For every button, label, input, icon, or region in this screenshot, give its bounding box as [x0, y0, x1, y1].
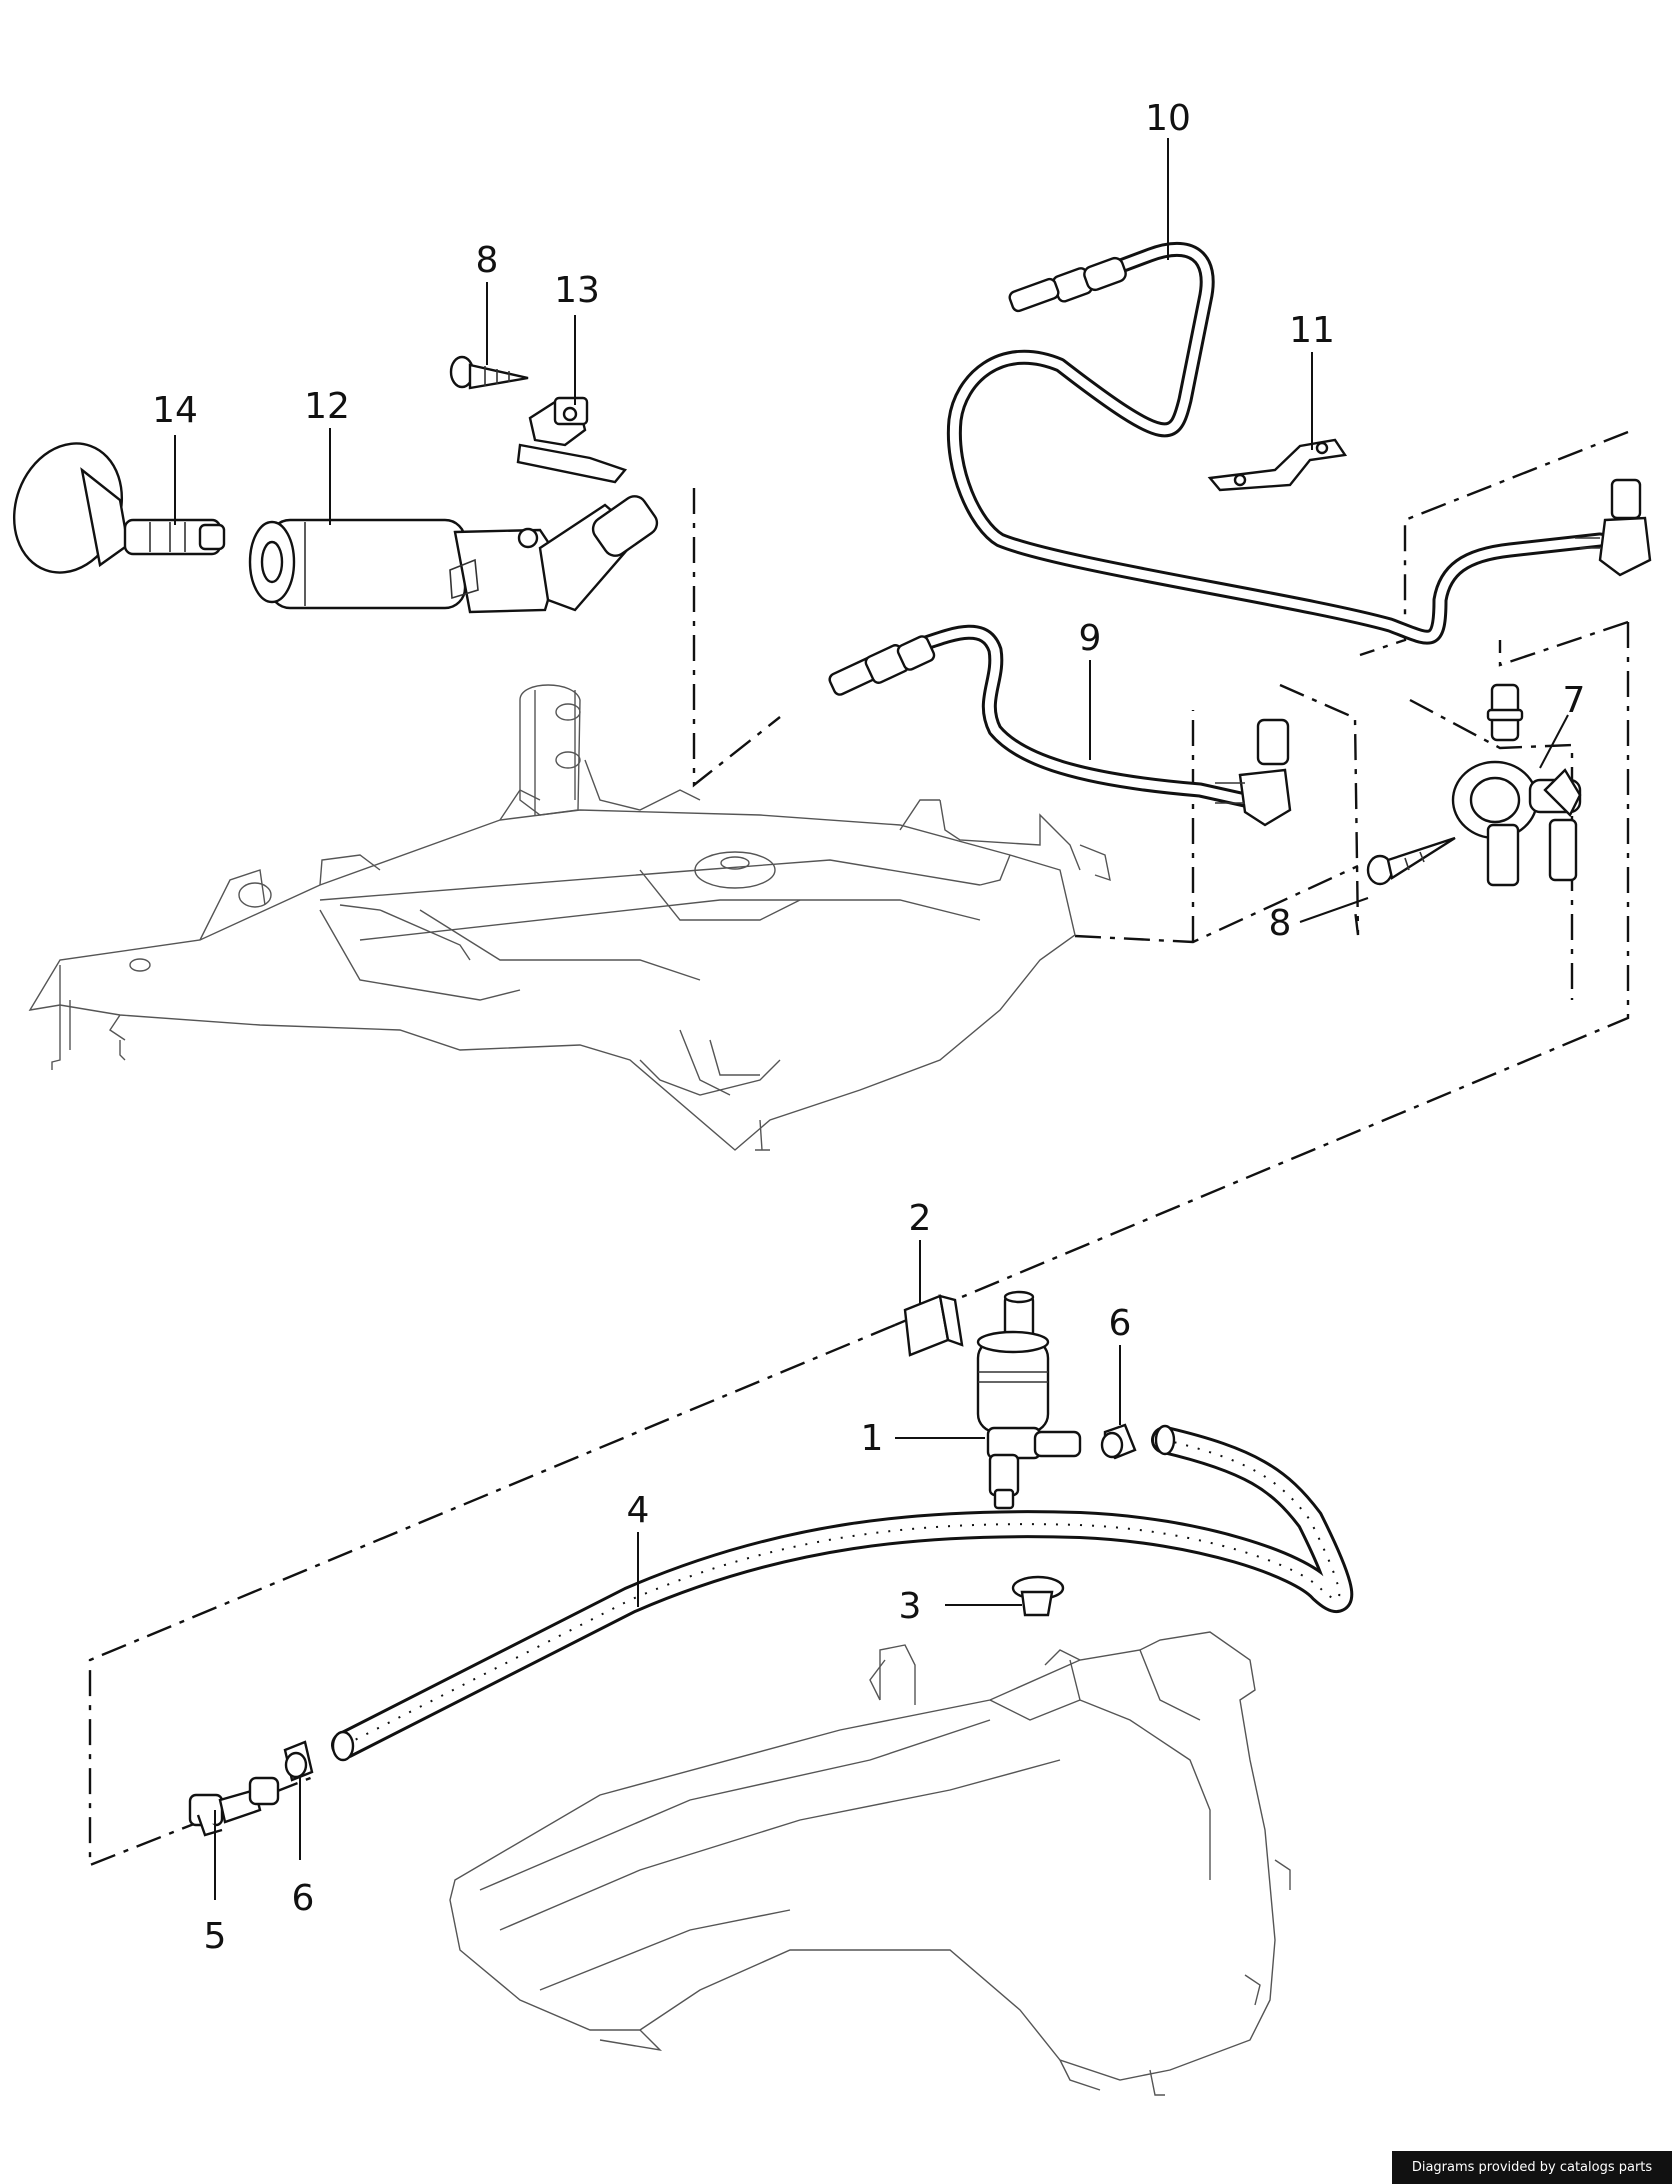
callout-9: 9: [1079, 618, 1102, 659]
grommet: [1011, 1575, 1065, 1617]
callout-11: 11: [1289, 310, 1335, 351]
callout-labels: 10 11 8 13 12 14 9 7 8 2 6 1 4 3 5 6: [152, 98, 1585, 1957]
headlight-washer-cap: [12, 442, 226, 574]
headlight-mounting-frame: [28, 684, 1111, 1151]
washer-fluid-reservoir: [449, 1631, 1291, 2096]
main-washer-hose: [331, 1424, 1354, 1762]
callout-12: 12: [304, 386, 350, 427]
callout-1: 1: [861, 1418, 884, 1459]
middle-washer-hose: [828, 624, 1292, 827]
callout-6-left: 6: [292, 1878, 315, 1919]
callout-14: 14: [152, 390, 198, 431]
callout-6-right: 6: [1109, 1303, 1132, 1344]
hose-clamp-right: [1100, 1423, 1137, 1460]
callout-13: 13: [554, 270, 600, 311]
upper-washer-hose: [946, 241, 1652, 645]
t-distributor-valve: [1451, 683, 1582, 887]
callout-7: 7: [1563, 680, 1586, 721]
screw-right: [1366, 836, 1456, 886]
leader-lines: [174, 138, 1569, 1900]
callout-8-right: 8: [1269, 903, 1292, 944]
mounting-bracket-clip: [516, 396, 628, 484]
callout-2: 2: [909, 1198, 932, 1239]
hose-clip-bracket: [1207, 438, 1348, 492]
screw-top: [449, 355, 529, 390]
attribution-bar: Diagrams provided by catalogs parts: [1392, 2151, 1672, 2184]
washer-pump: [976, 1290, 1082, 1510]
callout-5: 5: [204, 1916, 227, 1957]
attribution-text: Diagrams provided by catalogs parts: [1411, 2160, 1653, 2175]
callout-10: 10: [1145, 98, 1191, 139]
callout-3: 3: [899, 1586, 922, 1627]
hose-clamp-left: [283, 1740, 314, 1782]
washer-nozzle-cylinder: [248, 495, 659, 614]
callout-4: 4: [627, 1490, 650, 1531]
callout-8-top: 8: [476, 240, 499, 281]
rubber-block: [903, 1294, 964, 1357]
hose-connector: [188, 1776, 280, 1837]
assembly-boundary-lines: [88, 430, 1630, 1867]
